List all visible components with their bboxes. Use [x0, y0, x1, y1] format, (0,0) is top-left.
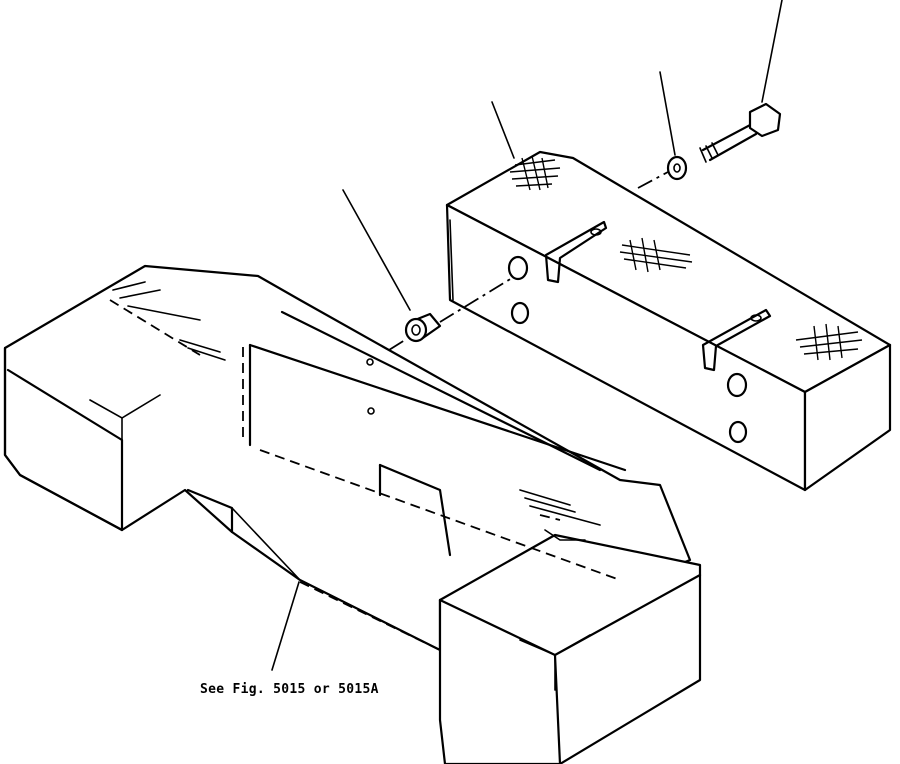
leader-lines: [271, 0, 783, 671]
washer: [666, 155, 688, 181]
lower-frame: [3, 264, 702, 764]
lifting-bracket: [701, 308, 772, 372]
figure-reference-caption: See Fig. 5015 or 5015A: [200, 682, 379, 697]
mounting-bolt: [699, 102, 782, 163]
bolt-hole: [728, 420, 748, 444]
lifting-bracket: [544, 220, 608, 284]
cast-marking: [509, 155, 863, 361]
spacer-bushing: [404, 312, 442, 343]
upper-weight-block: [445, 150, 892, 492]
bolt-hole: [726, 372, 748, 398]
bolt-hole: [507, 255, 529, 281]
bolt-hole: [510, 301, 530, 325]
